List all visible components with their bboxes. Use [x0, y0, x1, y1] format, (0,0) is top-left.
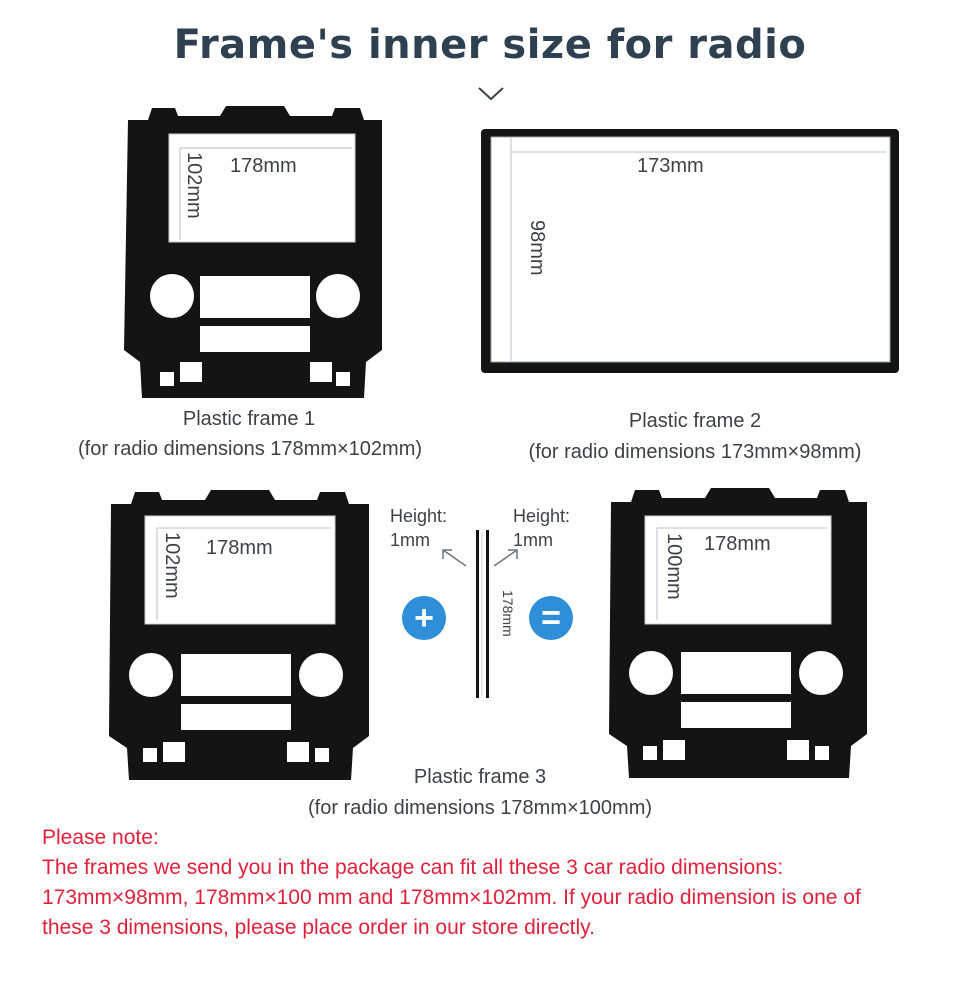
frame1-caption-dims: (for radio dimensions 178mm×102mm)	[77, 438, 423, 460]
frame3-left-width-label: 178mm	[206, 537, 273, 559]
frame2-height-label: 98mm	[526, 220, 548, 276]
frame3-left-height-label: 102mm	[161, 532, 183, 599]
plastic-frame-1-image	[124, 106, 382, 398]
frame3-caption-name: Plastic frame 3	[413, 766, 547, 788]
strip-right-height-label: Height:	[513, 506, 571, 526]
strip-length-label: 178mm	[500, 590, 516, 637]
note-heading: Please note:	[42, 826, 159, 849]
frame3-right-width-label: 178mm	[704, 533, 771, 555]
plus-icon: +	[402, 596, 446, 640]
frame2-width-label: 173mm	[637, 155, 704, 177]
note-line-2: 173mm×98mm, 178mm×100 mm and 178mm×102mm…	[42, 886, 861, 909]
frame3-right-height-label: 100mm	[663, 533, 685, 600]
frame1-caption-name: Plastic frame 1	[182, 408, 316, 430]
strip-left-height-value: 1mm	[390, 530, 430, 550]
arrow-left-icon	[442, 549, 467, 567]
frame2-caption-dims: (for radio dimensions 173mm×98mm)	[528, 441, 862, 463]
note-line-1: The frames we send you in the package ca…	[42, 856, 784, 879]
strip-left-height-label: Height:	[390, 506, 448, 526]
arrow-right-icon	[493, 549, 518, 567]
chevron-down-icon	[478, 87, 504, 101]
frame2-caption-name: Plastic frame 2	[628, 410, 762, 432]
frame1-width-label: 178mm	[230, 155, 297, 177]
plastic-frame-3-right-image	[609, 488, 867, 778]
frame1-height-label: 102mm	[183, 152, 205, 219]
frame3-caption-dims: (for radio dimensions 178mm×100mm)	[307, 797, 653, 819]
strip-right-height-value: 1mm	[513, 530, 553, 550]
note-line-3: these 3 dimensions, please place order i…	[42, 916, 595, 939]
page-title: Frame's inner size for radio	[173, 22, 807, 68]
equals-icon: =	[529, 596, 573, 640]
plastic-frame-2-image	[481, 129, 899, 373]
plastic-frame-3-left-image	[109, 490, 369, 780]
filler-strips-image	[476, 530, 489, 698]
